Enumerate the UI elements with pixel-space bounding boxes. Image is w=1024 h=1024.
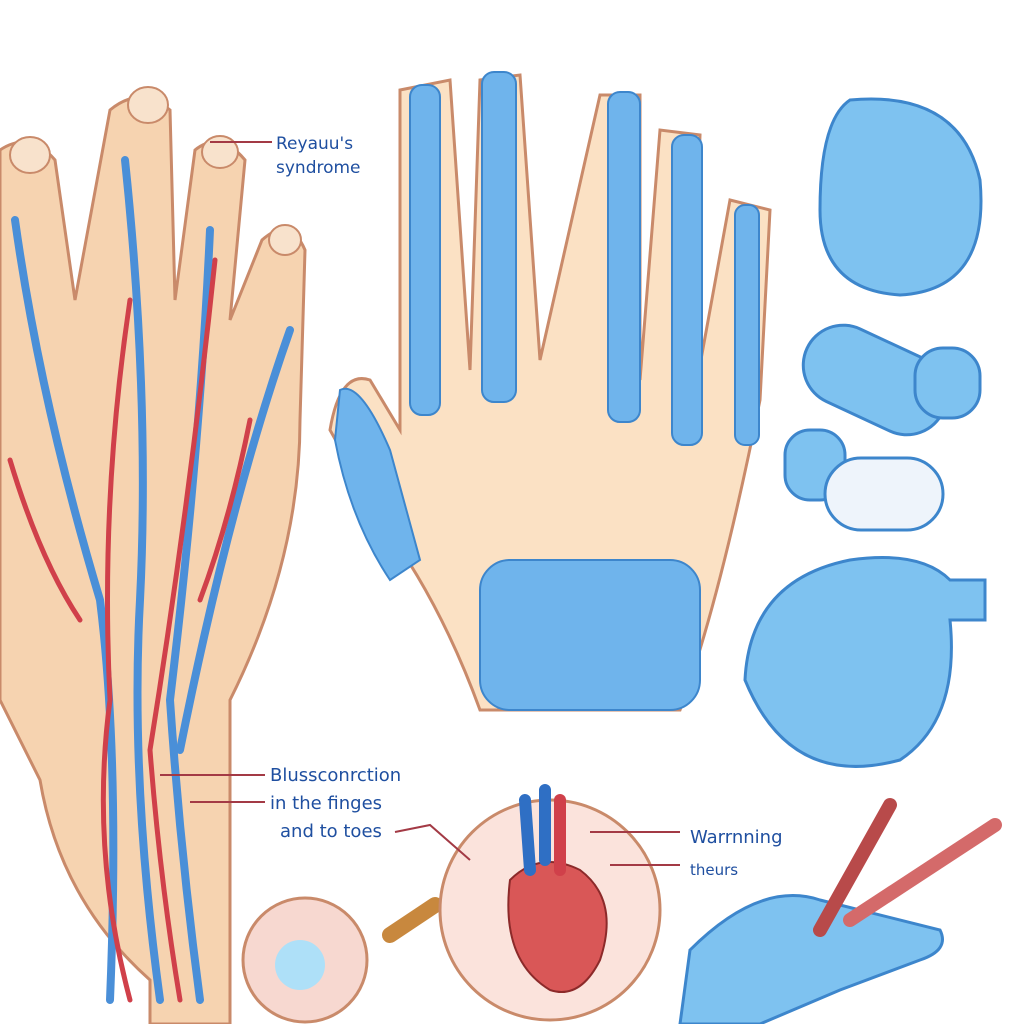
- label-vasoconstriction: Blussconrction in the finges and to toes: [270, 762, 401, 846]
- label-line: in the finges: [270, 793, 383, 814]
- heart-circle: [438, 784, 662, 1022]
- medications: [743, 97, 987, 768]
- label-line: syndrome: [276, 158, 361, 178]
- cold-finger-magnifier: [241, 896, 443, 1024]
- label-warning-signs: Warrnning theurs: [690, 822, 783, 886]
- leader-lines: [160, 141, 680, 866]
- label-line: and to toes: [280, 821, 382, 842]
- label-line: theurs: [690, 861, 739, 879]
- label-line: Reyauu's: [276, 134, 354, 154]
- gloved-hand-thermometer: [678, 798, 1002, 1024]
- label-line: Warrnning: [690, 827, 783, 848]
- label-line: Blussconrction: [270, 765, 402, 786]
- left-hand-with-vessels: [0, 86, 307, 1024]
- label-raynaud-syndrome: Reyauu's syndrome: [276, 132, 361, 180]
- skeleton-hand: [328, 71, 772, 712]
